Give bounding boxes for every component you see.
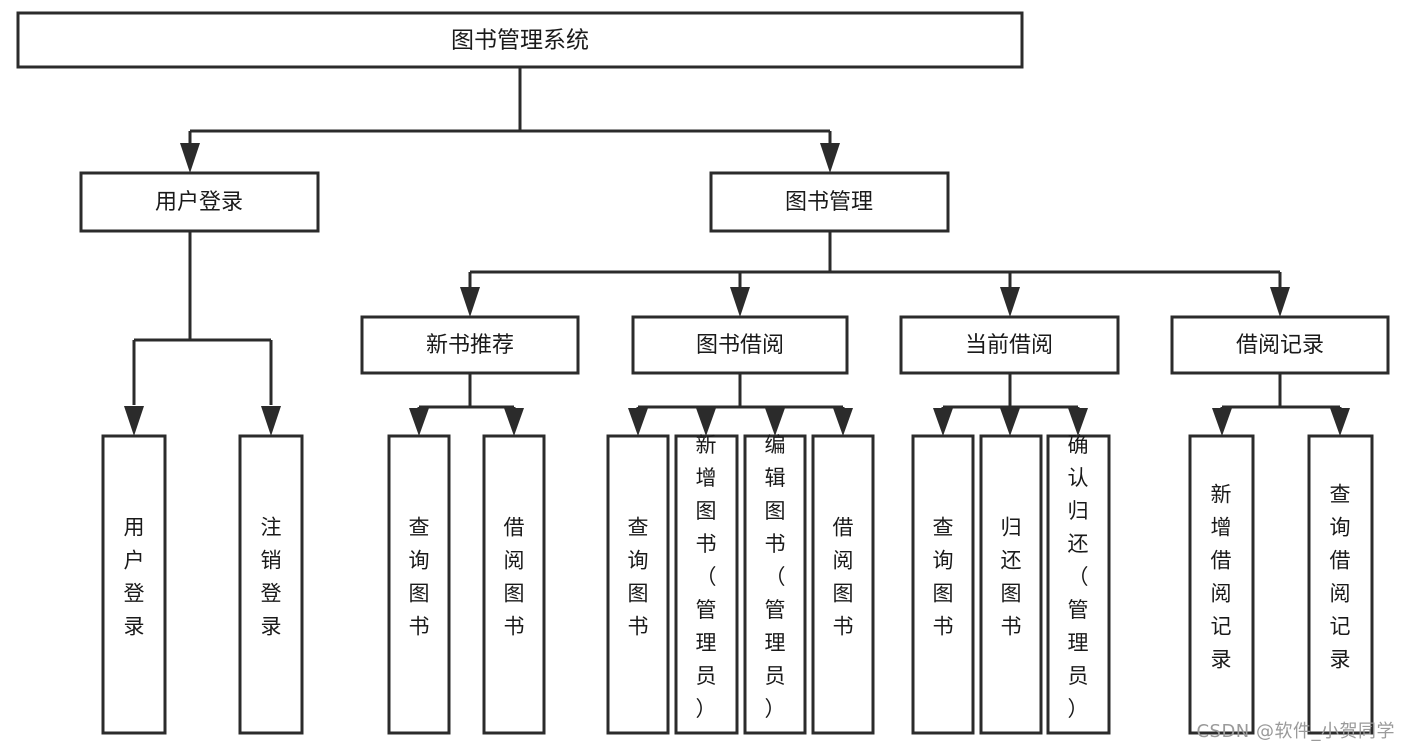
- arrow-bb-leaf3: [765, 408, 785, 436]
- node-book-management[interactable]: 图书管理: [709, 171, 950, 233]
- leaf-box[interactable]: [482, 434, 546, 735]
- leaf-label-return-book: 归还图书: [1001, 516, 1022, 639]
- watermark-text: CSDN @软件_小贺同学: [1196, 721, 1395, 742]
- node-current-borrow[interactable]: 当前借阅: [899, 315, 1120, 375]
- arrow-br-leaf2: [1330, 408, 1350, 436]
- leaf-book-borrow-1[interactable]: 查询图书: [606, 434, 670, 735]
- leaf-label-add-book-admin: 新增图书（管理员）: [696, 433, 717, 721]
- arrow-cb-leaf3: [1068, 408, 1088, 436]
- leaf-book-borrow-3[interactable]: 编辑图书（管理员）: [743, 433, 807, 735]
- leaf-label-confirm-return-admin: 确认归还（管理员）: [1068, 433, 1089, 721]
- leaf-user-login-2[interactable]: 注销登录: [238, 434, 304, 735]
- leaf-label-query-book: 查询图书: [409, 516, 430, 639]
- node-book-management-box[interactable]: [709, 171, 950, 233]
- leaf-new-book-1[interactable]: 查询图书: [387, 434, 451, 735]
- arrow-br-leaf1: [1212, 408, 1232, 436]
- leaf-box[interactable]: [674, 434, 739, 735]
- leaf-box[interactable]: [606, 434, 670, 735]
- leaf-label-query-book: 查询图书: [628, 516, 649, 639]
- leaf-current-borrow-1[interactable]: 查询图书: [911, 434, 975, 735]
- leaf-box[interactable]: [743, 434, 807, 735]
- leaf-label-logout: 注销登录: [261, 516, 282, 639]
- leaf-borrow-record-2[interactable]: 查询借阅记录: [1307, 434, 1374, 735]
- node-book-borrow-box[interactable]: [631, 315, 849, 375]
- node-user-login-label: 用户登录: [155, 190, 243, 215]
- node-current-borrow-label: 当前借阅: [965, 333, 1053, 358]
- node-root-label: 图书管理系统: [451, 28, 589, 54]
- arrow-bb-leaf4: [833, 408, 853, 436]
- leaf-label-add-borrow-record: 新增借阅记录: [1211, 483, 1232, 672]
- leaf-label-borrow-book: 借阅图书: [504, 516, 525, 639]
- leaf-current-borrow-2[interactable]: 归还图书: [979, 434, 1043, 735]
- leaf-box[interactable]: [387, 434, 451, 735]
- leaf-book-borrow-4[interactable]: 借阅图书: [811, 434, 875, 735]
- node-book-borrow[interactable]: 图书借阅: [631, 315, 849, 375]
- arrow-to-current: [1000, 287, 1020, 317]
- arrow-cb-leaf1: [933, 408, 953, 436]
- node-book-borrow-label: 图书借阅: [696, 333, 784, 358]
- arrow-nb-leaf1: [409, 408, 429, 436]
- arrow-to-new-book: [460, 287, 480, 317]
- leaf-user-login-1[interactable]: 用户登录: [101, 434, 167, 735]
- leaf-label-borrow-book: 借阅图书: [833, 516, 854, 639]
- leaf-new-book-2[interactable]: 借阅图书: [482, 434, 546, 735]
- node-borrow-record-box[interactable]: [1170, 315, 1390, 375]
- leaf-box[interactable]: [979, 434, 1043, 735]
- node-new-book-recommend[interactable]: 新书推荐: [360, 315, 580, 375]
- node-root[interactable]: 图书管理系统: [16, 11, 1024, 69]
- node-book-management-label: 图书管理: [785, 190, 873, 215]
- leaf-box[interactable]: [238, 434, 304, 735]
- node-new-book-recommend-box[interactable]: [360, 315, 580, 375]
- arrow-cb-leaf2: [1000, 408, 1020, 436]
- leaf-label-query-book: 查询图书: [933, 516, 954, 639]
- leaf-label-user-login: 用户登录: [124, 516, 145, 639]
- arrow-to-user-login: [180, 143, 200, 173]
- node-user-login[interactable]: 用户登录: [79, 171, 320, 233]
- leaf-box[interactable]: [911, 434, 975, 735]
- leaf-label-edit-book-admin: 编辑图书（管理员）: [765, 433, 786, 721]
- arrow-ul-leaf2: [261, 406, 281, 436]
- arrow-nb-leaf2: [504, 408, 524, 436]
- leaf-box[interactable]: [1188, 434, 1255, 735]
- arrow-ul-leaf1: [124, 406, 144, 436]
- arrow-bb-leaf2: [696, 408, 716, 436]
- node-user-login-box[interactable]: [79, 171, 320, 233]
- node-borrow-record-label: 借阅记录: [1236, 333, 1324, 358]
- leaf-borrow-record-1[interactable]: 新增借阅记录: [1188, 434, 1255, 735]
- node-borrow-record[interactable]: 借阅记录: [1170, 315, 1390, 375]
- arrow-to-record: [1270, 287, 1290, 317]
- arrow-bb-leaf1: [628, 408, 648, 436]
- leaf-box[interactable]: [811, 434, 875, 735]
- node-root-box[interactable]: [16, 11, 1024, 69]
- leaf-box[interactable]: [1046, 434, 1111, 735]
- arrow-to-borrow: [730, 287, 750, 317]
- leaf-label-query-borrow-record: 查询借阅记录: [1330, 483, 1351, 672]
- arrow-to-book-mgmt: [820, 143, 840, 173]
- leaf-book-borrow-2[interactable]: 新增图书（管理员）: [674, 433, 739, 735]
- leaf-box[interactable]: [101, 434, 167, 735]
- edge-group: [124, 67, 1350, 436]
- node-new-book-recommend-label: 新书推荐: [426, 333, 514, 358]
- leaf-box[interactable]: [1307, 434, 1374, 735]
- leaf-current-borrow-3[interactable]: 确认归还（管理员）: [1046, 433, 1111, 735]
- node-current-borrow-box[interactable]: [899, 315, 1120, 375]
